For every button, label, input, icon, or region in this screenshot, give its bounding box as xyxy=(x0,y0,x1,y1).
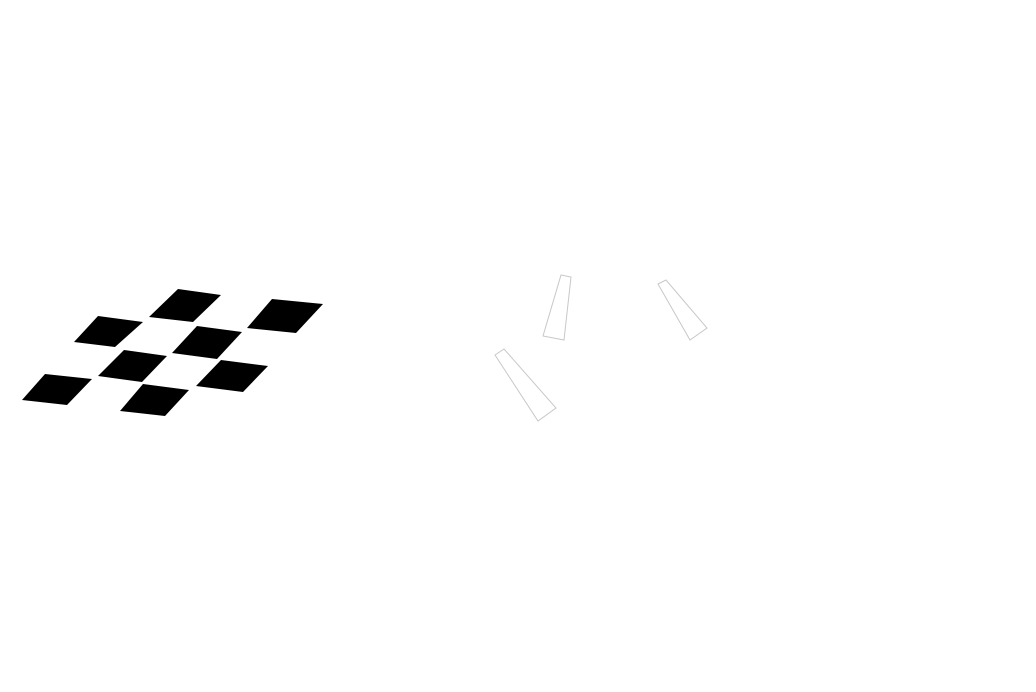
outline-piece xyxy=(542,274,572,341)
outline-pieces xyxy=(494,274,708,422)
checker-tile xyxy=(149,289,221,322)
checker-tile xyxy=(247,299,323,333)
outline-piece xyxy=(657,279,708,341)
checker-tile xyxy=(196,360,268,392)
checker-tile xyxy=(22,374,92,405)
checker-tile xyxy=(74,316,143,347)
checker-tile xyxy=(120,384,189,416)
checker-tile xyxy=(98,350,167,382)
checker-tile xyxy=(172,326,242,359)
checkerboard xyxy=(22,289,323,416)
outline-piece xyxy=(494,348,557,422)
